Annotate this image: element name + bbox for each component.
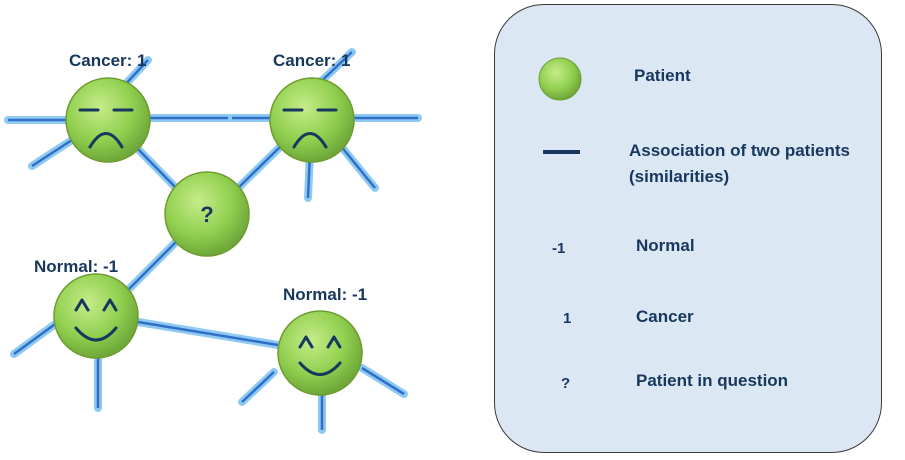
node-normal-1 xyxy=(53,273,139,359)
patient-network-graph: ? xyxy=(4,48,422,434)
legend-normal-label: Normal xyxy=(636,236,695,255)
association-line-icon xyxy=(543,150,580,154)
node-normal-2 xyxy=(277,310,363,396)
sad-face-icon xyxy=(78,108,134,149)
question-mark-icon: ? xyxy=(200,202,213,227)
legend-cancer-key: 1 xyxy=(563,310,572,327)
edges xyxy=(4,48,422,434)
legend-panel: Patient Association of two patients (sim… xyxy=(494,4,882,453)
node-unknown: ? xyxy=(164,171,250,257)
legend-association-sublabel: (similarities) xyxy=(629,167,730,186)
edge-normal1-normal2 xyxy=(134,318,282,349)
happy-face-icon xyxy=(298,335,342,376)
patient-circle-icon xyxy=(538,57,582,101)
legend-cancer-label: Cancer xyxy=(636,307,694,326)
legend-normal-key: -1 xyxy=(552,240,566,257)
node-label-cancer-1: Cancer: 1 xyxy=(69,51,147,70)
edge-unknown-normal1 xyxy=(122,236,182,296)
node-cancer-1 xyxy=(65,77,151,163)
legend-question-key: ? xyxy=(561,375,571,392)
legend-association-label: Association of two patients xyxy=(629,141,851,160)
sad-face-icon xyxy=(282,108,338,149)
dangling-edges xyxy=(4,48,422,434)
node-cancer-2 xyxy=(269,77,355,163)
node-label-cancer-2: Cancer: 1 xyxy=(273,51,351,70)
edge-cancer1-unknown xyxy=(130,141,184,196)
happy-face-icon xyxy=(74,298,118,342)
legend-question-label: Patient in question xyxy=(636,371,789,390)
edge-cancer2-unknown xyxy=(232,143,284,194)
node-label-normal-1: Normal: -1 xyxy=(34,257,119,276)
legend-patient-label: Patient xyxy=(634,66,691,85)
node-label-normal-2: Normal: -1 xyxy=(283,285,368,304)
